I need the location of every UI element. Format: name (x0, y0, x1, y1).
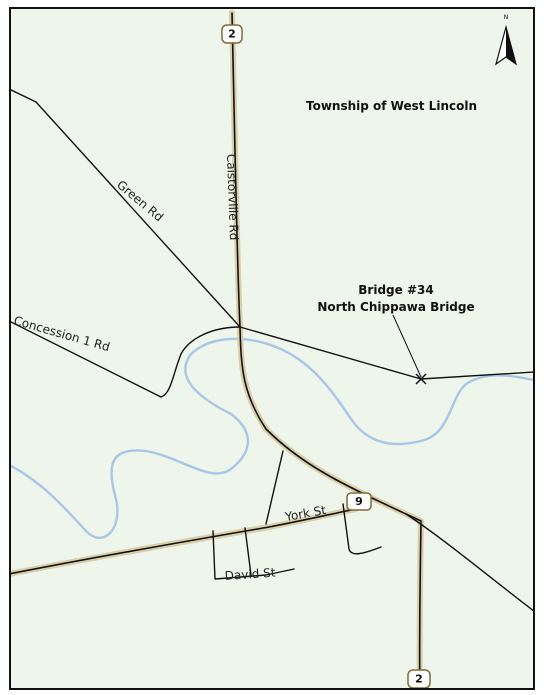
york-st[interactable] (11, 508, 357, 575)
david-st[interactable] (212, 527, 295, 580)
green-rd[interactable] (11, 89, 241, 328)
svg-text:2: 2 (415, 673, 423, 686)
bridge-name-label: North Chippawa Bridge (317, 300, 474, 314)
route-2-shield-top: 2 (221, 24, 243, 44)
east-branch-rd[interactable] (405, 513, 535, 624)
svg-text:N: N (504, 14, 509, 21)
caistorville-rd-label: Caistorville Rd (224, 154, 241, 241)
caistorville-rd[interactable] (231, 12, 422, 690)
route-2-shield-bottom: 2 (407, 669, 431, 688)
river (11, 337, 533, 539)
bridge-leader-line (392, 314, 422, 378)
concession-1-rd[interactable] (11, 321, 241, 398)
map-frame: Green Rd Caistorville Rd Concession 1 Rd… (9, 7, 535, 690)
svg-text:9: 9 (355, 495, 363, 508)
township-label: Township of West Lincoln (306, 99, 477, 113)
side-road-9[interactable] (342, 503, 382, 555)
connector-rd[interactable] (265, 450, 284, 525)
bridge-marker[interactable] (415, 373, 427, 385)
bridge-road[interactable] (239, 326, 535, 380)
north-arrow-icon: N (494, 14, 518, 66)
david-st-label: David St (224, 565, 276, 583)
svg-text:2: 2 (228, 28, 236, 41)
route-9-shield: 9 (346, 492, 372, 511)
bridge-number-label: Bridge #34 (358, 283, 433, 297)
map-canvas[interactable]: Green Rd Caistorville Rd Concession 1 Rd… (11, 9, 535, 690)
